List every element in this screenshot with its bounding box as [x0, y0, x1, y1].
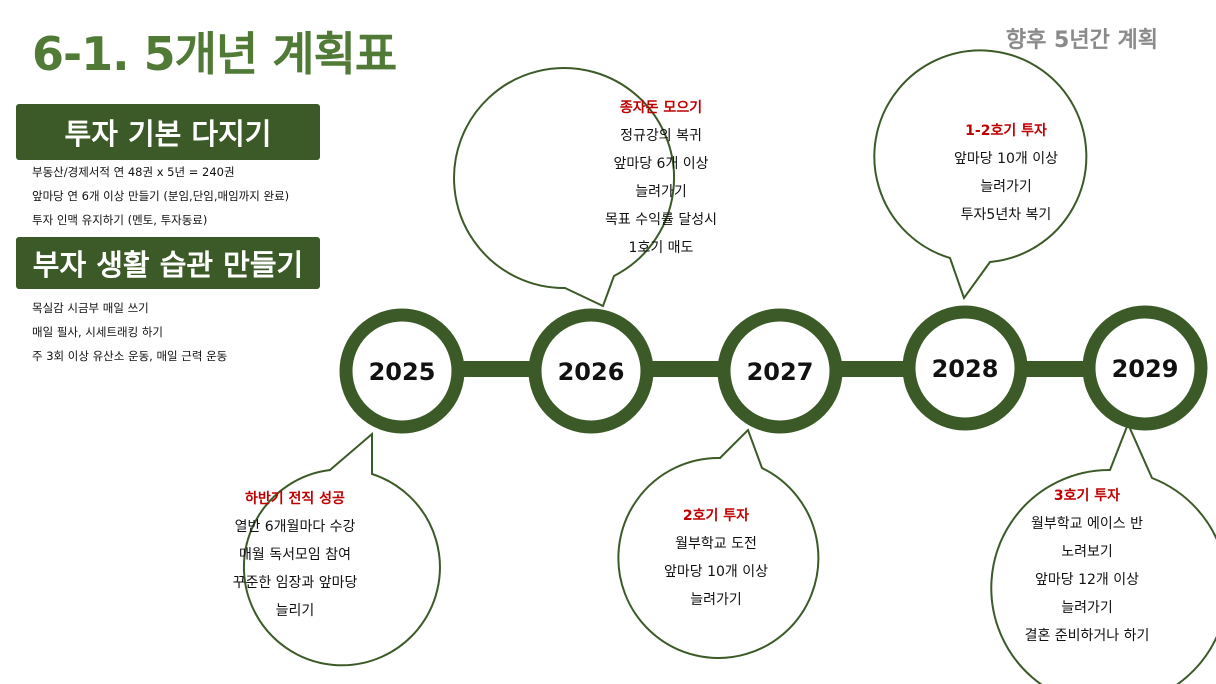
year-node-2029: 2029 [1082, 305, 1208, 431]
year-label: 2026 [558, 358, 625, 386]
year-label: 2028 [932, 355, 999, 383]
list-item: 매일 필사, 시세트래킹 하기 [32, 325, 164, 339]
bubble-line: 결혼 준비하거나 하기 [1024, 628, 1150, 644]
bubble-line: 매월 독서모임 참여 [239, 547, 351, 563]
bubble-2027 [617, 428, 820, 659]
bubble-text-2029: 3호기 투자 월부학교 에이스 반 노려보기 앞마당 12개 이상 늘려가기 결… [987, 482, 1187, 650]
bubble-line: 정규강의 복귀 [620, 128, 702, 144]
page-subtitle: 향후 5년간 계획 [1005, 28, 1158, 53]
bubble-title: 1-2호기 투자 [965, 123, 1047, 139]
timeline-bar [630, 361, 740, 377]
bubble-line: 꾸준한 임장과 앞마당 [232, 575, 358, 591]
timeline-bar [820, 361, 930, 377]
bubble-2029 [990, 421, 1216, 684]
bubble-title: 2호기 투자 [682, 508, 750, 524]
bubble-title: 3호기 투자 [1053, 488, 1121, 504]
bubble-title: 종자돈 모으기 [619, 100, 703, 116]
year-node-2028: 2028 [902, 305, 1028, 431]
year-label: 2025 [369, 358, 436, 386]
bubble-text-2025: 하반기 전직 성공 열반 6개월마다 수강 매월 독서모임 참여 꾸준한 임장과… [205, 485, 385, 625]
section-heading-investment-basics: 투자 기본 다지기 [16, 104, 320, 160]
bubble-2026 [453, 67, 676, 308]
year-node-2025: 2025 [339, 308, 465, 434]
list-item: 주 3회 이상 유산소 운동, 매일 근력 운동 [32, 349, 228, 363]
list-item: 앞마당 연 6개 이상 만들기 (분임,단임,매임까지 완료) [32, 189, 290, 203]
bubble-line: 월부학교 에이스 반 [1031, 516, 1143, 532]
bubble-line: 앞마당 12개 이상 [1035, 572, 1139, 588]
bubble-line: 늘려가기 [1061, 600, 1113, 616]
bubble-line: 앞마당 6개 이상 [613, 156, 709, 172]
bubble-line: 늘려가기 [980, 179, 1032, 195]
section-heading-rich-habits: 부자 생활 습관 만들기 [16, 237, 320, 289]
list-item: 투자 인맥 유지하기 (멘토, 투자동료) [32, 213, 208, 227]
bubble-text-2027: 2호기 투자 월부학교 도전 앞마당 10개 이상 늘려가기 [626, 502, 806, 614]
timeline-bar [440, 361, 550, 377]
bubble-title: 하반기 전직 성공 [245, 491, 345, 507]
bubble-line: 투자5년차 복기 [960, 207, 1052, 223]
list-item: 목실감 시금부 매일 쓰기 [32, 301, 149, 315]
bubble-text-2026: 종자돈 모으기 정규강의 복귀 앞마당 6개 이상 늘려가기 목표 수익률 달성… [566, 94, 756, 262]
year-label: 2027 [747, 358, 814, 386]
bubble-line: 월부학교 도전 [675, 536, 757, 552]
rich-habits-list: 목실감 시금부 매일 쓰기 매일 필사, 시세트래킹 하기 주 3회 이상 유산… [32, 296, 227, 368]
investment-basics-list: 부동산/경제서적 연 48권 x 5년 = 240권 앞마당 연 6개 이상 만… [32, 160, 289, 232]
bubble-line: 열반 6개월마다 수강 [234, 519, 356, 535]
bubble-line: 목표 수익률 달성시 [605, 212, 717, 228]
bubble-line: 늘려가기 [635, 184, 687, 200]
bubble-2028 [873, 49, 1088, 301]
year-node-2027: 2027 [717, 308, 843, 434]
bubble-2025 [242, 431, 441, 667]
list-item: 부동산/경제서적 연 48권 x 5년 = 240권 [32, 165, 235, 179]
bubble-line: 노려보기 [1061, 544, 1113, 560]
page-title: 6-1. 5개년 계획표 [32, 27, 397, 81]
bubble-line: 늘려가기 [690, 592, 742, 608]
bubble-line: 1호기 매도 [628, 240, 694, 256]
bubble-text-2028: 1-2호기 투자 앞마당 10개 이상 늘려가기 투자5년차 복기 [916, 117, 1096, 229]
bubble-line: 앞마당 10개 이상 [954, 151, 1058, 167]
bubble-line: 늘리기 [275, 603, 315, 619]
year-node-2026: 2026 [528, 308, 654, 434]
bubble-line: 앞마당 10개 이상 [664, 564, 768, 580]
year-label: 2029 [1112, 355, 1179, 383]
